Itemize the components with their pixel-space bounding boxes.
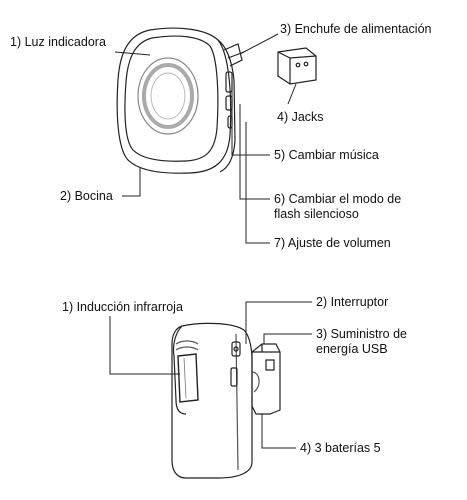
leader-batteries <box>261 414 296 449</box>
label-usb-power-line1: 3) Suministro de <box>316 327 408 341</box>
label-volume-adjust: 7) Ajuste de volumen <box>274 236 391 250</box>
leader-indicator-light <box>114 51 151 56</box>
label-infrared-induction: 1) Inducción infrarroja <box>62 300 183 314</box>
label-change-flash-mode-line2: flash silencioso <box>274 207 359 221</box>
usb-port <box>230 367 238 387</box>
jacks-module <box>277 47 317 85</box>
switch-slot <box>231 341 241 357</box>
leader-speaker <box>122 168 141 197</box>
leader-power-plug <box>239 33 279 55</box>
receiver-front-face <box>124 35 219 162</box>
leader-flash-mode <box>239 104 270 200</box>
leader-jacks <box>287 83 297 105</box>
label-usb-power-line2: energía USB <box>316 342 388 356</box>
speaker-ring-outer <box>137 57 199 135</box>
sensor-body-outline <box>171 322 253 479</box>
label-jacks: 4) Jacks <box>277 110 324 124</box>
label-indicator-light: 1) Luz indicadora <box>10 35 106 49</box>
leader-usb-power <box>263 333 312 344</box>
speaker-ring-inner <box>150 72 186 120</box>
infrared-window <box>177 353 199 403</box>
speaker-ring-mid <box>142 63 194 129</box>
jack-hole-right <box>303 61 309 67</box>
bottom-leader-lines <box>109 301 312 449</box>
jack-hole-left <box>295 62 301 68</box>
leader-change-music <box>231 82 270 156</box>
label-speaker: 2) Bocina <box>60 189 113 203</box>
label-switch: 2) Interruptor <box>316 295 389 309</box>
sensor-front-edge <box>172 325 187 415</box>
label-change-music: 5) Cambiar música <box>274 148 379 162</box>
label-power-plug: 3) Enchufe de alimentación <box>280 22 432 36</box>
top-leader-lines <box>114 33 297 244</box>
leader-switch <box>245 301 312 344</box>
label-change-flash-mode-line1: 6) Cambiar el modo de <box>274 192 402 206</box>
receiver-side <box>217 39 236 173</box>
sensor-device <box>171 322 281 479</box>
label-batteries: 4) 3 baterías 5 <box>300 441 381 455</box>
leader-volume <box>245 122 270 244</box>
mounting-bracket <box>251 343 281 415</box>
leader-infrared <box>109 316 180 375</box>
receiver-device <box>116 27 245 174</box>
